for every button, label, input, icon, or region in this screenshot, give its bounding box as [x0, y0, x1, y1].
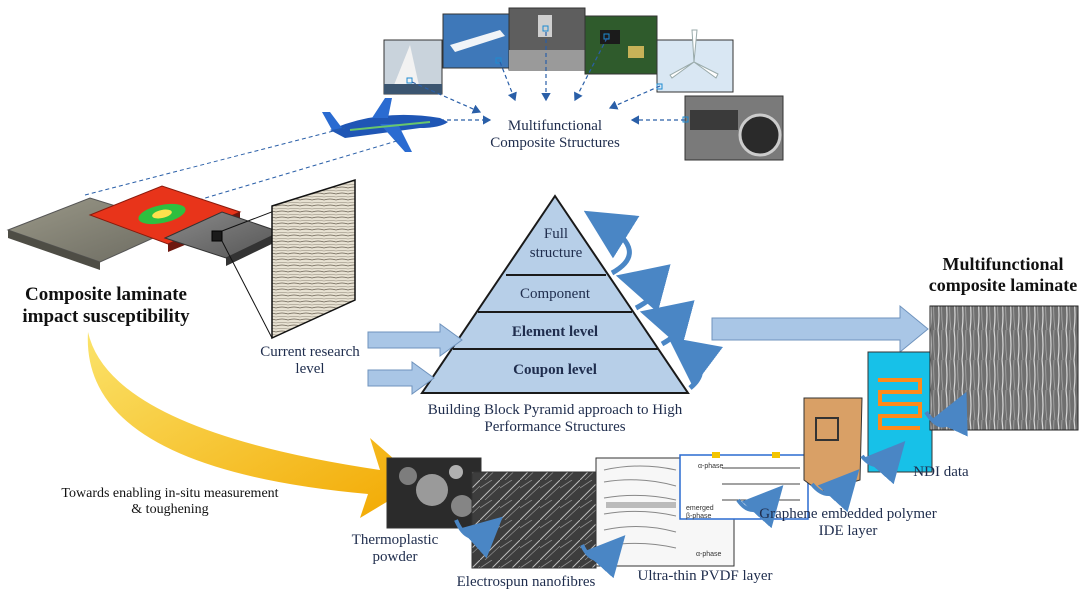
- laminate-plates: [6, 178, 356, 340]
- circuit-board-photo: [584, 15, 658, 75]
- alpha-phase-bottom: α-phase: [696, 551, 722, 558]
- ndi-thermal-image: [867, 351, 933, 473]
- to-multifunctional-arrow: [711, 304, 929, 354]
- composite-laminate-label: Composite laminate impact susceptibility: [22, 284, 190, 327]
- sem-laminate-image: [929, 305, 1079, 431]
- level-progress-arrows: [583, 210, 724, 390]
- pyramid-level-element: Element level: [512, 324, 598, 340]
- alpha-phase-top: α-phase: [698, 463, 724, 470]
- multifunctional-structures-label: Multifunctional Composite Structures: [490, 118, 620, 152]
- current-level-arrows: [367, 323, 463, 395]
- electrospun-label: Electrospun nanofibres: [456, 574, 596, 590]
- thermoplastic-label: Thermoplastic powder: [351, 532, 439, 566]
- materials-chain: [386, 305, 1079, 569]
- ndi-label: NDI data: [913, 464, 969, 480]
- pyramid-caption: Building Block Pyramid approach to High …: [427, 402, 683, 436]
- pvdf-label: Ultra-thin PVDF layer: [637, 568, 773, 584]
- plate-to-aircraft-lines: [84, 127, 401, 211]
- photo-collage: [383, 7, 784, 161]
- ide-photo: [803, 397, 863, 493]
- towards-label: Towards enabling in-situ measurement & t…: [61, 486, 279, 518]
- chain-arrows: [454, 391, 968, 579]
- current-research-label: Current research level: [260, 344, 360, 378]
- yellow-pathway-arrow: [87, 332, 420, 518]
- multifunctional-laminate-label: Multifunctional composite laminate: [928, 254, 1078, 295]
- dashed-arrows: [411, 32, 685, 125]
- electrospun-image: [471, 471, 597, 569]
- graphene-label: Graphene embedded polymer IDE layer: [759, 506, 937, 540]
- micrograph-panel: [271, 178, 356, 340]
- airplane-icon: [322, 98, 448, 152]
- pyramid-level-coupon: Coupon level: [513, 362, 597, 378]
- pyramid-level-component: Component: [520, 286, 591, 302]
